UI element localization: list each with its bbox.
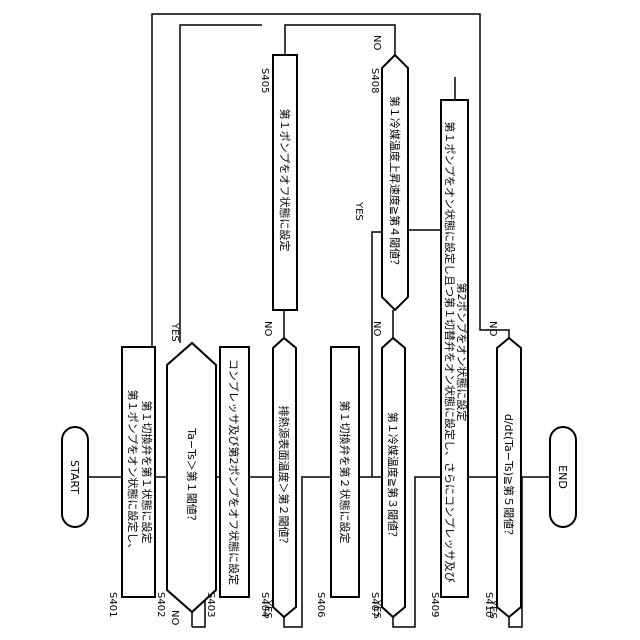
s402-text: Ta−Ts＞第１閾値？ (185, 427, 199, 526)
s402-decision: Ta−Ts＞第１閾値？ S402 YES NO (155, 322, 216, 625)
s401-process-box: 第１ポンプをオン状態に設定し、 第１切換弁を第１状態に設定 S401 (107, 347, 155, 617)
end-terminal: END (550, 427, 576, 527)
s401-step-id: S401 (107, 592, 118, 617)
start-terminal: START (62, 427, 88, 527)
s410-text: d/dt(Ta−Ts)≧第５閾値？ (502, 414, 516, 540)
s410-no-label: NO (487, 321, 498, 336)
s403-step-id: S403 (205, 592, 216, 617)
s404-yes-label: YES (262, 599, 273, 619)
s407-no-label: NO (371, 321, 382, 336)
s402-yes-label: YES (169, 322, 180, 342)
s406-process-box: 第１切換弁を第２状態に設定 S406 (315, 347, 359, 617)
s405-process-box: 第１ポンプをオフ状態に設定 S405 (259, 55, 297, 310)
s410-yes-label: YES (487, 599, 498, 619)
s404-no-label: NO (262, 321, 273, 336)
s408-text: 第１冷媒温度上昇速度≧第４閾値？ (388, 96, 402, 270)
s402-step-id: S402 (155, 592, 166, 617)
s407-decision: 第１冷媒温度≧第３閾値？ S407 NO YES (369, 321, 405, 619)
s404-decision: 排熱源表面温度＞第２閾値？ S404 NO YES (259, 321, 296, 619)
s408-step-id: S408 (369, 68, 380, 93)
s403-text: コンプレッサ及び第2ポンプをオフ状態に設定 (227, 359, 241, 585)
end-label: END (556, 465, 569, 489)
s401-text-line1: 第１ポンプをオン状態に設定し、 (126, 390, 140, 555)
s409-step-id: S409 (429, 592, 440, 617)
s406-step-id: S406 (315, 592, 326, 617)
s407-yes-label: YES (371, 599, 382, 619)
s405-step-id: S405 (259, 68, 270, 93)
connector-lines (88, 14, 550, 627)
s409-text-line2: 第2ポンプをオン状態に設定 (455, 283, 469, 422)
start-label: START (68, 460, 81, 494)
s409-process-box: 第１ポンプをオン状態に設定し且つ第１切替弁をオン状態に設定し、さらにコンプレッサ… (429, 100, 469, 617)
s405-text: 第１ポンプをオフ状態に設定 (278, 109, 292, 252)
s406-text: 第１切換弁を第２状態に設定 (338, 401, 352, 544)
s404-text: 排熱源表面温度＞第２閾値？ (277, 406, 291, 549)
s408-yes-label: YES (353, 201, 364, 221)
s407-text: 第１冷媒温度≧第３閾値？ (386, 412, 400, 542)
s401-text-line2: 第１切換弁を第１状態に設定 (140, 401, 154, 544)
s409-text-line1: 第１ポンプをオン状態に設定し且つ第１切替弁をオン状態に設定し、さらにコンプレッサ… (443, 121, 457, 582)
s402-no-label: NO (169, 610, 180, 625)
s408-decision: 第１冷媒温度上昇速度≧第４閾値？ S408 NO YES (353, 35, 408, 310)
s410-decision: d/dt(Ta−Ts)≧第５閾値？ S410 NO YES (483, 321, 521, 619)
s408-no-label: NO (371, 35, 382, 50)
